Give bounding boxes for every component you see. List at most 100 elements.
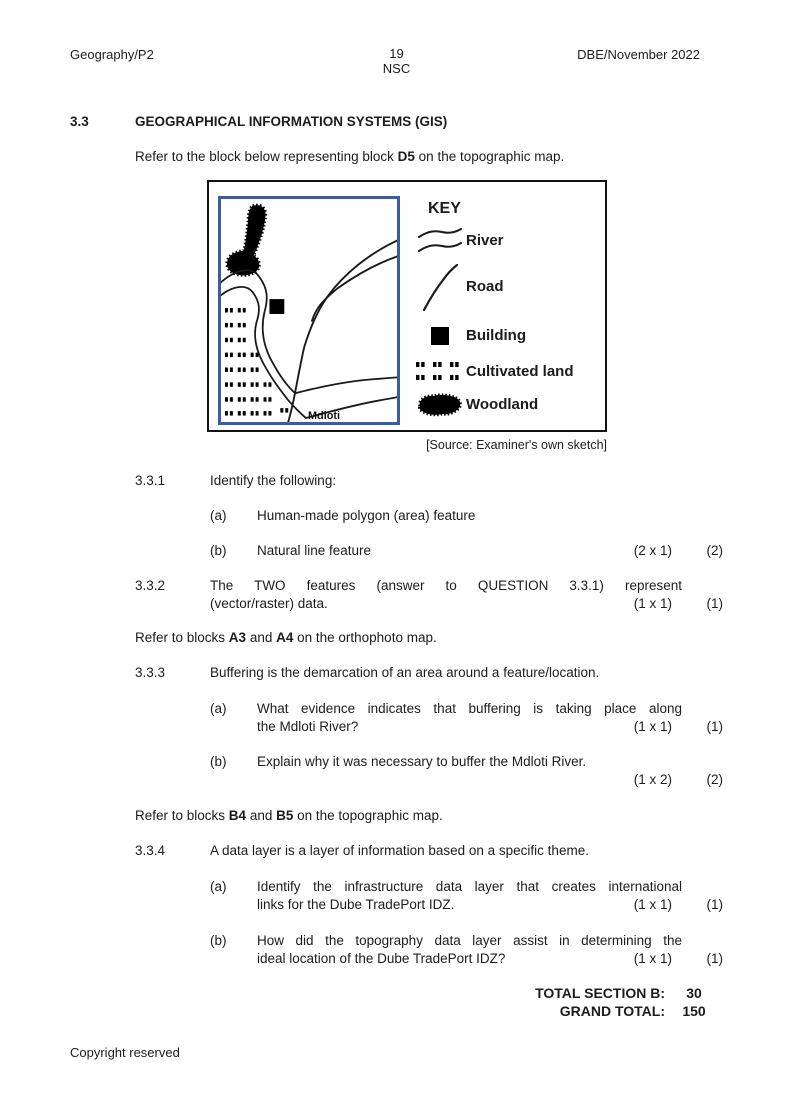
header-subject: Geography/P2 (70, 47, 154, 62)
sub-text-line2: links for the Dube TradePort IDZ. (257, 897, 455, 912)
road-main (287, 239, 397, 422)
mark-total: (1) (706, 596, 724, 611)
sub-text-line1: How did the topography data layer assist… (257, 933, 682, 948)
total-section-value: 30 (686, 985, 702, 1001)
key-row-road: Road (414, 262, 602, 312)
cultivated-land-symbol (414, 361, 466, 383)
total-section-label: TOTAL SECTION B: (535, 985, 665, 1001)
river-bank-north (221, 269, 397, 395)
river-symbol (414, 225, 466, 257)
question-text: A data layer is a layer of information b… (210, 843, 589, 858)
map-sketch-drawing: Mdloti (221, 203, 397, 422)
sub-text-line2: the Mdloti River? (257, 719, 359, 734)
question-text-line2: (vector/raster) data. (210, 596, 328, 611)
key-label-woodland: Woodland (466, 396, 539, 413)
map-sketch: Mdloti (218, 196, 400, 425)
sub-label: (a) (210, 508, 227, 523)
mark-total: (1) (706, 719, 724, 734)
mark-allocation: (2 x 1) (633, 543, 672, 558)
refer-topographic-note: Refer to blocks B4 and B5 on the topogra… (135, 808, 443, 823)
page-header: Geography/P2 19 NSC DBE/November 2022 (70, 46, 723, 78)
river-name-label: Mdloti (308, 410, 340, 422)
grand-total: GRAND TOTAL: 150 (70, 1002, 723, 1020)
sub-text-line1: Identify the infrastructure data layer t… (257, 879, 682, 894)
mark-total: (1) (706, 897, 724, 912)
sub-text-line1: What evidence indicates that buffering i… (257, 701, 682, 716)
header-center: 19 NSC (70, 46, 723, 76)
key-label-river: River (466, 232, 504, 249)
block-ref-a3: A3 (228, 630, 247, 645)
woodland-symbol (414, 392, 466, 418)
question-3-3-3-a: (a) What evidence indicates that bufferi… (210, 700, 723, 736)
exam-body: NSC (382, 61, 411, 76)
mark-allocation: (1 x 1) (633, 596, 672, 611)
question-text: Identify the following: (210, 473, 337, 488)
sub-label: (a) (210, 701, 227, 716)
sub-label: (b) (210, 933, 227, 948)
building-symbol (414, 327, 466, 345)
section-intro: Refer to the block below representing bl… (135, 149, 565, 164)
key-label-cultivated-land: Cultivated land (466, 363, 574, 380)
figure: Mdloti KEY River (207, 180, 607, 454)
page-number: 19 (389, 46, 404, 61)
mark-allocation: (1 x 2) (633, 772, 672, 787)
question-3-3-4: 3.3.4 A data layer is a layer of informa… (135, 842, 723, 860)
block-ref-b4: B4 (228, 808, 247, 823)
question-number: 3.3.3 (135, 665, 166, 680)
woodland-area (225, 203, 268, 277)
question-3-3-2: 3.3.2 The TWO features (answer to QUESTI… (135, 577, 723, 613)
sub-text-line1: Explain why it was necessary to buffer t… (257, 754, 587, 769)
question-text-line1: The TWO features (answer to QUESTION 3.3… (210, 578, 682, 593)
mark-total: (2) (706, 772, 724, 787)
sub-label: (a) (210, 879, 227, 894)
question-number: 3.3.4 (135, 843, 166, 858)
question-3-3-4-a: (a) Identify the infrastructure data lay… (210, 878, 723, 914)
road-branch (311, 255, 397, 322)
header-exam-session: DBE/November 2022 (577, 47, 700, 62)
question-text: Buffering is the demarcation of an area … (210, 665, 600, 680)
question-3-3-1-b: (b) Natural line feature (2 x 1) (2) (210, 542, 723, 560)
question-number: 3.3.2 (135, 578, 166, 593)
mark-total: (2) (706, 543, 724, 558)
block-ref-b5: B5 (276, 808, 294, 823)
section-number: 3.3 (70, 114, 89, 129)
sub-text-line2: ideal location of the Dube TradePort IDZ… (257, 951, 506, 966)
sub-text: Human-made polygon (area) feature (257, 508, 476, 523)
question-3-3-1-a: (a) Human-made polygon (area) feature (210, 507, 723, 525)
totals-block: TOTAL SECTION B: 30 GRAND TOTAL: 150 (70, 984, 723, 1020)
question-number: 3.3.1 (135, 473, 166, 488)
key-row-cultivated-land: Cultivated land (414, 360, 602, 384)
question-3-3-3: 3.3.3 Buffering is the demarcation of an… (135, 664, 723, 682)
map-key: KEY River (414, 200, 602, 418)
key-label-road: Road (466, 278, 504, 295)
grand-total-label: GRAND TOTAL: (559, 1003, 665, 1019)
mark-allocation: (1 x 1) (633, 951, 672, 966)
cultivated-land-marks (224, 308, 289, 416)
question-3-3-4-b: (b) How did the topography data layer as… (210, 932, 723, 968)
figure-source: [Source: Examiner's own sketch] (426, 438, 607, 452)
section-title: GEOGRAPHICAL INFORMATION SYSTEMS (GIS) (135, 114, 448, 129)
grand-total-value: 150 (682, 1003, 706, 1019)
mark-allocation: (1 x 1) (633, 719, 672, 734)
building-square (269, 299, 285, 314)
sub-text: Natural line feature (257, 543, 372, 558)
key-row-river: River (414, 224, 602, 258)
mark-allocation: (1 x 1) (633, 897, 672, 912)
road-symbol (414, 262, 466, 312)
block-ref-a4: A4 (276, 630, 294, 645)
section-heading: 3.3 GEOGRAPHICAL INFORMATION SYSTEMS (GI… (70, 113, 723, 131)
total-section-b: TOTAL SECTION B: 30 (70, 984, 723, 1002)
key-row-woodland: Woodland (414, 392, 602, 418)
sub-label: (b) (210, 754, 227, 769)
river-bank-south (221, 286, 397, 420)
figure-box: Mdloti KEY River (207, 180, 607, 432)
block-ref-d5: D5 (397, 149, 415, 164)
mark-total: (1) (706, 951, 724, 966)
question-3-3-1: 3.3.1 Identify the following: (135, 472, 723, 490)
sub-label: (b) (210, 543, 227, 558)
key-title: KEY (428, 200, 461, 217)
refer-orthophoto-note: Refer to blocks A3 and A4 on the orthoph… (135, 630, 437, 645)
key-label-building: Building (466, 327, 526, 344)
question-3-3-3-b: (b) Explain why it was necessary to buff… (210, 753, 723, 789)
